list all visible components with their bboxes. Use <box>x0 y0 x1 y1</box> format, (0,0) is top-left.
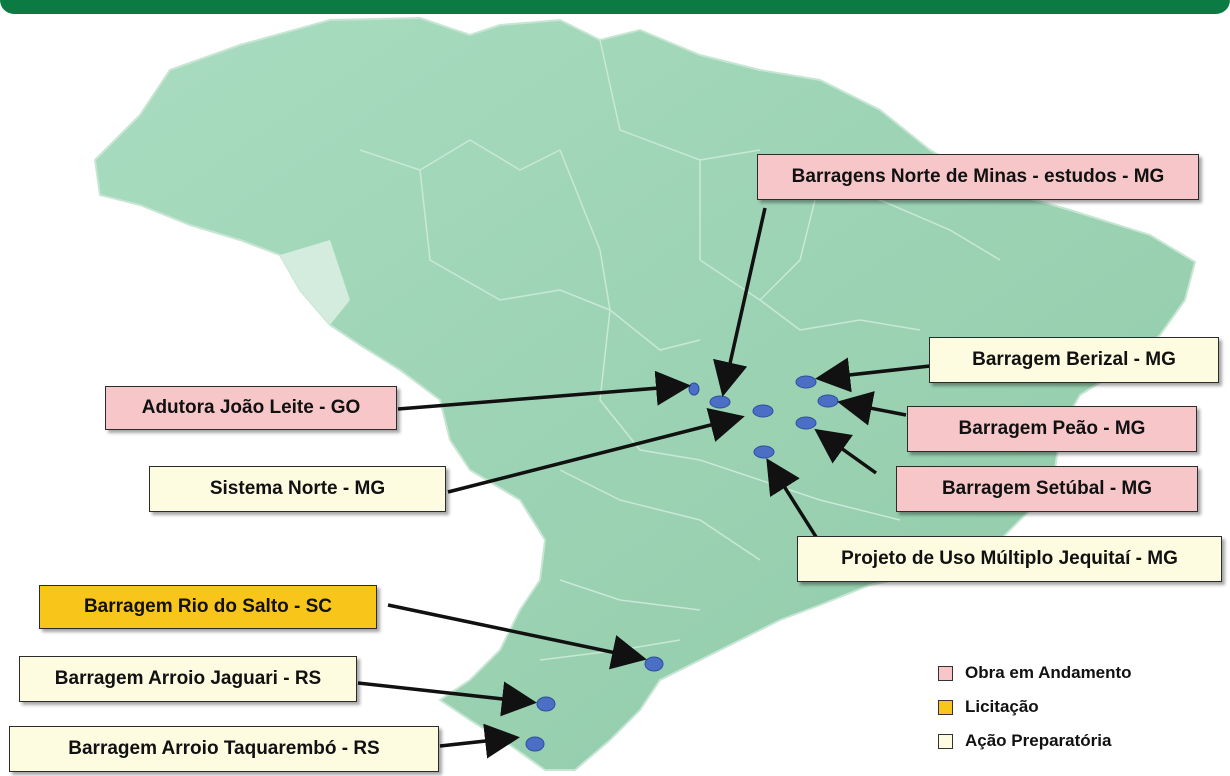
label-barragem-berizal: Barragem Berizal - MG <box>929 337 1219 383</box>
arrow-barragem-berizal <box>815 357 931 393</box>
legend-item-acao: Ação Preparatória <box>938 731 1111 751</box>
header-bar <box>0 0 1230 14</box>
legend-swatch-licitacao <box>938 699 953 715</box>
arrow-sistema-norte <box>447 407 745 494</box>
marker-barragens-norte-minas <box>709 395 731 409</box>
arrow-barragem-arroio-jaguari <box>357 681 537 717</box>
arrow-barragem-peao <box>837 391 907 426</box>
marker-barragem-berizal <box>795 375 817 389</box>
label-adutora-joao-leite: Adutora João Leite - GO <box>105 386 397 430</box>
marker-sistema-norte <box>752 404 774 418</box>
arrow-projeto-jequitai <box>766 458 820 541</box>
marker-barragem-arroio-jaguari <box>536 696 556 712</box>
marker-barragem-rio-do-salto <box>644 656 664 672</box>
legend-label-licitacao: Licitação <box>965 697 1039 716</box>
legend: Obra em Andamento Licitação Ação Prepara… <box>930 655 1210 765</box>
marker-barragem-peao <box>817 394 839 408</box>
legend-item-obra: Obra em Andamento <box>938 663 1132 683</box>
marker-adutora-joao-leite <box>688 382 700 396</box>
marker-barragem-arroio-taquarembo <box>525 736 545 752</box>
legend-label-obra: Obra em Andamento <box>965 663 1132 682</box>
label-sistema-norte: Sistema Norte - MG <box>149 466 446 512</box>
label-barragem-rio-do-salto: Barragem Rio do Salto - SC <box>39 585 377 629</box>
light-region <box>280 240 350 325</box>
project-markers <box>525 375 839 752</box>
legend-swatch-obra <box>938 665 953 681</box>
arrow-barragem-rio-do-salto <box>387 603 647 670</box>
label-barragem-arroio-taquarembo: Barragem Arroio Taquarembó - RS <box>9 726 439 772</box>
legend-label-acao: Ação Preparatória <box>965 731 1112 750</box>
arrow-adutora-joao-leite <box>397 370 691 411</box>
label-barragens-norte-minas: Barragens Norte de Minas - estudos - MG <box>757 154 1199 200</box>
arrow-barragem-arroio-taquarembo <box>439 723 520 759</box>
label-barragem-peao: Barragem Peão - MG <box>907 406 1197 452</box>
label-barragem-arroio-jaguari: Barragem Arroio Jaguari - RS <box>19 656 357 702</box>
marker-projeto-jequitai <box>753 445 775 459</box>
legend-item-licitacao: Licitação <box>938 697 1039 717</box>
arrow-barragens-norte-minas <box>713 207 767 397</box>
arrow-barragem-setubal <box>814 428 878 475</box>
legend-swatch-acao <box>938 733 953 749</box>
label-projeto-jequitai: Projeto de Uso Múltiplo Jequitaí - MG <box>797 536 1222 582</box>
leader-arrows <box>357 207 931 759</box>
marker-barragem-setubal <box>795 416 817 430</box>
label-barragem-setubal: Barragem Setúbal - MG <box>896 466 1198 512</box>
